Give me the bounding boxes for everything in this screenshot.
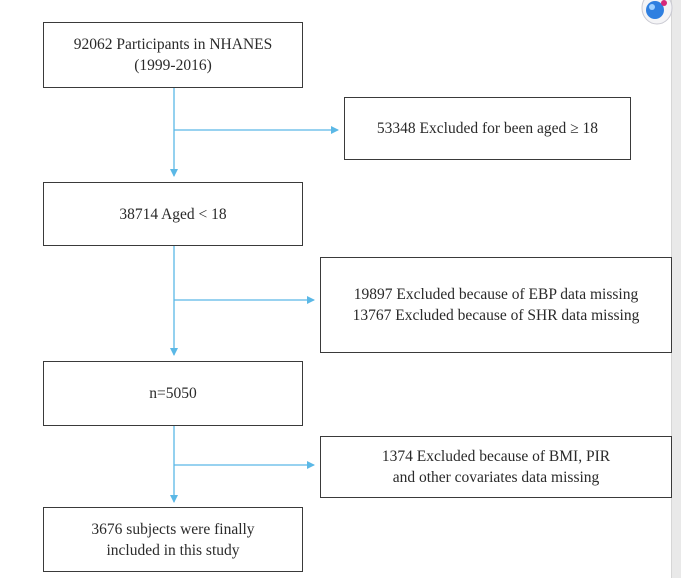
box-excluded-covariates-line2: and other covariates data missing — [392, 469, 600, 486]
box-n-5050: n=5050 — [43, 361, 303, 426]
box-final-subjects: 3676 subjects were finally included in t… — [43, 507, 303, 572]
box-excluded-ebp-line: 19897 Excluded because of EBP data missi… — [353, 286, 639, 303]
box-participants-total: 92062 Participants in NHANES (1999-2016) — [43, 22, 303, 88]
box-participants-total-line2: (1999-2016) — [134, 57, 212, 74]
box-excluded-aged: 53348 Excluded for been aged ≥ 18 — [344, 97, 631, 160]
box-participants-total-line1: 92062 Participants in NHANES — [73, 36, 273, 53]
box-excluded-shr-line: 13767 Excluded because of SHR data missi… — [352, 307, 640, 324]
box-n-5050-line1: n=5050 — [149, 385, 197, 402]
box-excluded-covariates-line1: 1374 Excluded because of BMI, PIR — [381, 448, 611, 465]
box-excluded-covariates: 1374 Excluded because of BMI, PIR and ot… — [320, 436, 672, 498]
box-excluded-aged-line1: 53348 Excluded for been aged ≥ 18 — [376, 120, 599, 137]
box-final-subjects-line1: 3676 subjects were finally — [91, 520, 255, 538]
box-aged-under-18-line1: 38714 Aged < 18 — [119, 205, 227, 223]
box-excluded-ebp-shr: 19897 Excluded because of EBP data missi… — [320, 257, 672, 353]
assistant-bubble-icon[interactable] — [640, 0, 674, 26]
box-aged-under-18: 38714 Aged < 18 — [43, 182, 303, 246]
box-final-subjects-line2: included in this study — [106, 541, 240, 559]
